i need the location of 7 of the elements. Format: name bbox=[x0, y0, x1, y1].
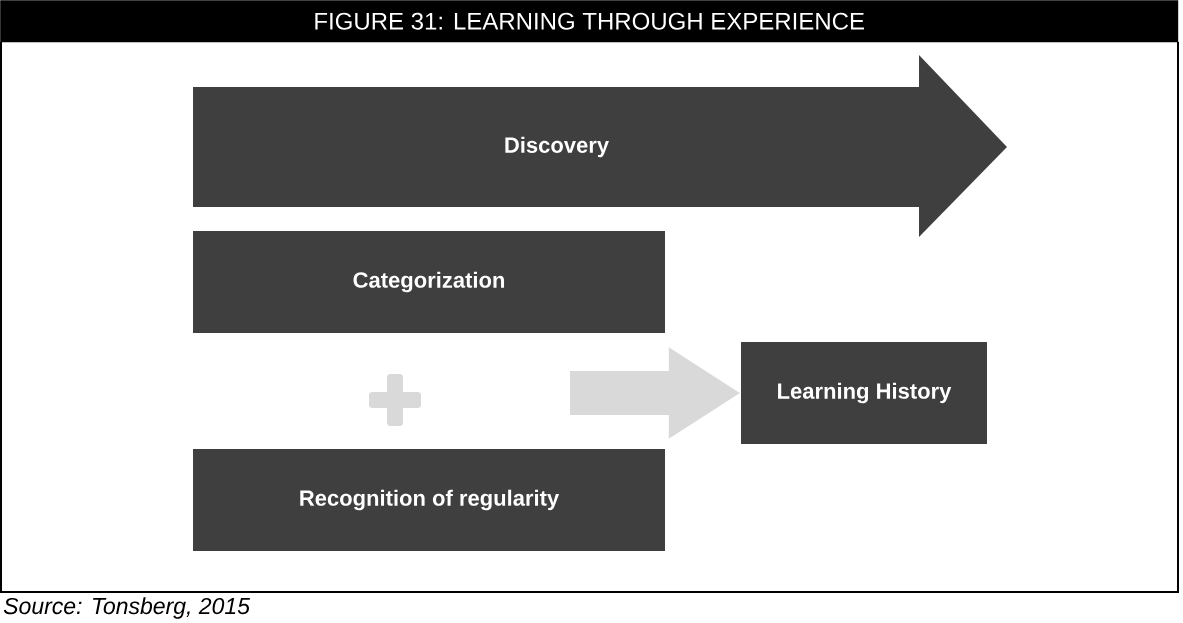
arrow-banner: Discovery bbox=[193, 55, 1007, 237]
process-box: Learning History bbox=[741, 342, 987, 444]
process-box: Categorization bbox=[193, 231, 665, 333]
process-box: Recognition of regularity bbox=[193, 449, 665, 551]
node-label: Discovery bbox=[505, 136, 609, 158]
title-band: FIGURE 31: LEARNING THROUGH EXPERIENCE bbox=[0, 0, 1179, 43]
caption: Source: Tonsberg, 2015 bbox=[3, 597, 250, 619]
